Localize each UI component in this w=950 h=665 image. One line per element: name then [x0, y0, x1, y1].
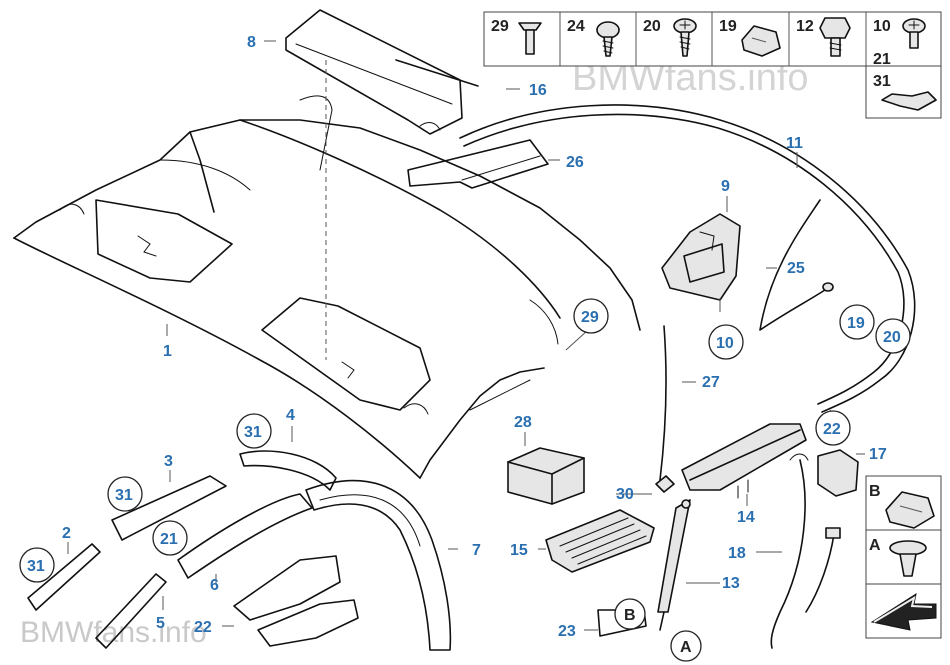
callout-b: B	[614, 598, 646, 630]
foam-block	[507, 447, 585, 505]
leader-lines	[67, 40, 865, 631]
spring-clip-icon	[881, 91, 937, 111]
side-label-a: A	[869, 537, 881, 554]
part-label-3: 3	[164, 453, 173, 470]
callout-22: 22	[815, 410, 851, 446]
expansion-rivet-icon	[889, 540, 927, 577]
callout-20: 20	[875, 318, 911, 354]
part-label-26: 26	[566, 154, 584, 171]
lock	[789, 449, 859, 497]
cover-piece	[233, 555, 341, 621]
part-label-6: 6	[210, 577, 219, 594]
watermark-bottom: BMWfans.info	[20, 616, 207, 649]
clip-nut-icon	[741, 25, 781, 57]
side-label-b: B	[869, 483, 881, 500]
torx-bolt-icon	[902, 18, 926, 49]
vent-grille	[545, 509, 655, 573]
trim-piece-2	[27, 543, 101, 611]
part-label-27: 27	[702, 374, 720, 391]
callout-21: 21	[152, 520, 188, 556]
part-label-16: 16	[529, 82, 547, 99]
part-label-17: 17	[869, 446, 887, 463]
fastener-panel: 29 24 20 19 12 10 21 31	[483, 11, 942, 119]
svg-text:21: 21	[160, 531, 178, 548]
cable	[759, 199, 834, 331]
part-label-22-bottom: 22	[194, 619, 212, 636]
bracket	[407, 139, 549, 189]
callout-a: A	[670, 630, 702, 662]
part-label-5: 5	[156, 615, 165, 632]
svg-text:B: B	[624, 607, 636, 624]
trim-piece-5	[95, 573, 167, 649]
large-trim	[305, 479, 452, 651]
fastener-label-21: 21	[873, 51, 891, 68]
torx-screw-icon	[673, 18, 697, 57]
svg-text:22: 22	[823, 421, 841, 438]
trim-piece-3	[111, 475, 227, 541]
part-label-28: 28	[514, 414, 532, 431]
svg-text:20: 20	[883, 329, 901, 346]
hinge	[661, 213, 741, 301]
fastener-label-20: 20	[643, 18, 661, 35]
part-label-2: 2	[62, 525, 71, 542]
fastener-label-29: 29	[491, 18, 509, 35]
gas-strut	[657, 499, 691, 631]
callout-29: 29	[573, 298, 609, 334]
fastener-label-12: 12	[796, 18, 814, 35]
side-panel: B A	[865, 475, 942, 639]
trim-edge-16	[395, 59, 479, 87]
svg-text:10: 10	[716, 335, 734, 352]
svg-text:31: 31	[244, 424, 262, 441]
roof-headliner	[13, 95, 641, 479]
callout-31-b: 31	[107, 476, 143, 512]
callout-31-a: 31	[236, 413, 272, 449]
trim-piece-4	[239, 450, 337, 491]
fastener-label-24: 24	[567, 18, 585, 35]
part-label-23: 23	[558, 623, 576, 640]
part-label-7: 7	[472, 542, 481, 559]
part-label-25: 25	[787, 260, 805, 277]
callout-10: 10	[708, 324, 744, 360]
countersunk-screw-icon	[518, 22, 542, 55]
svg-text:31: 31	[115, 487, 133, 504]
fastener-label-19: 19	[719, 18, 737, 35]
callout-19: 19	[839, 304, 875, 340]
part-label-18: 18	[728, 545, 746, 562]
svg-text:31: 31	[27, 558, 45, 575]
armrest	[681, 423, 807, 499]
svg-text:19: 19	[847, 315, 865, 332]
fastener-label-31: 31	[873, 73, 891, 90]
top-cover	[285, 9, 463, 135]
part-label-1: 1	[163, 343, 172, 360]
fastener-label-10: 10	[873, 18, 891, 35]
trim-strip	[659, 325, 667, 481]
part-label-4: 4	[286, 407, 295, 424]
seal-strip	[459, 104, 916, 413]
hex-bolt-icon	[819, 17, 851, 57]
part-label-15: 15	[510, 542, 528, 559]
part-label-13: 13	[722, 575, 740, 592]
callout-31-c: 31	[19, 547, 55, 583]
part-label-30: 30	[616, 486, 634, 503]
part-label-11: 11	[786, 135, 803, 152]
part-label-8: 8	[247, 34, 256, 51]
svg-text:A: A	[680, 639, 692, 656]
svg-text:29: 29	[581, 309, 599, 326]
part-label-9: 9	[721, 178, 730, 195]
cable-harness	[770, 459, 806, 649]
arrow-icon	[870, 592, 937, 631]
small-clip	[655, 475, 675, 493]
clip-b-icon	[885, 491, 935, 529]
pan-head-screw-icon	[596, 21, 620, 57]
part-label-14: 14	[737, 509, 755, 526]
trim-piece-6	[177, 493, 313, 579]
